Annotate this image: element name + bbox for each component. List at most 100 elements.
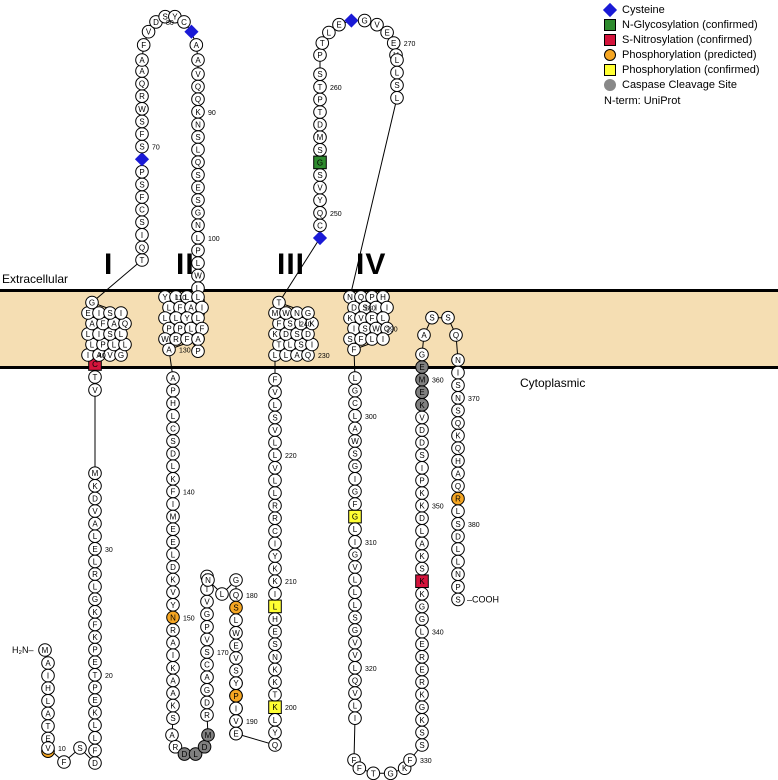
residue-letter: G <box>352 487 358 496</box>
tm-label-4: IV <box>356 248 387 281</box>
residue-letter: L <box>86 330 91 339</box>
residue-254: G <box>313 155 327 170</box>
residue-letter: S <box>419 728 424 737</box>
residue-102: L <box>191 256 205 270</box>
residue-letter: L <box>420 628 425 637</box>
residue-letter: N <box>294 309 300 318</box>
legend-item-caspase: Caspase Cleavage Site <box>604 77 760 92</box>
residue-letter: F <box>93 620 98 629</box>
extracellular-label: Extracellular <box>2 272 69 286</box>
residue-98: G <box>191 205 205 220</box>
residue-letter: P <box>166 325 171 334</box>
residue-letter: W <box>282 309 290 318</box>
residue-letter: V <box>204 598 210 607</box>
residue-170: S <box>200 645 214 659</box>
residue-103: W <box>191 268 205 283</box>
residue-183: W <box>229 626 243 640</box>
residue-letter: G <box>352 550 358 559</box>
residue-letter: S <box>272 413 277 422</box>
residue-letter: V <box>352 651 358 660</box>
residue-letter: K <box>170 576 176 585</box>
residue-250: Q <box>313 206 327 220</box>
residue-223: S <box>268 410 282 425</box>
residue-letter: A <box>45 659 51 668</box>
residue-354: S <box>415 448 429 463</box>
residue-150: N <box>166 610 180 625</box>
residue-letter: K <box>170 475 176 484</box>
residue-308: G <box>348 509 362 524</box>
residue-letter: M <box>317 133 324 142</box>
residue-letter: S <box>233 667 238 676</box>
residue-323: L <box>348 698 362 713</box>
residue-letter: G <box>118 351 124 360</box>
residue-letter: L <box>112 341 117 350</box>
residue-letter: V <box>419 413 425 422</box>
residue-99: N <box>191 218 205 232</box>
residue-letter: L <box>299 320 304 329</box>
residue-letter: C <box>139 206 145 215</box>
residue-336: R <box>415 675 429 689</box>
blue-diamond-icon <box>602 2 618 17</box>
residue-14: F <box>88 743 102 758</box>
residue-letter: P <box>177 325 182 334</box>
residue-letter: S <box>455 406 460 415</box>
residue-letter: S <box>455 381 460 390</box>
residue-197: Q <box>268 738 282 752</box>
residue-365: S <box>441 310 455 325</box>
residue-148: V <box>166 585 180 600</box>
residue-letter: K <box>272 703 278 712</box>
residue-3: I <box>41 668 55 683</box>
residue-number-label: 110 <box>175 295 186 302</box>
residue-32: A <box>88 516 102 531</box>
residue-261: S <box>313 67 327 81</box>
residue-24: F <box>88 617 102 632</box>
residue-157: K <box>166 698 180 713</box>
residue-letter: L <box>171 462 176 471</box>
residue-letter: S <box>362 325 367 334</box>
residue-letter: L <box>196 293 201 302</box>
residue-27: L <box>88 579 102 594</box>
residue-215: R <box>268 511 282 526</box>
residue-26: G <box>88 592 102 607</box>
residue-94: Q <box>191 155 205 169</box>
residue-letter: E <box>419 363 424 372</box>
residue-letter: L <box>353 601 358 610</box>
residue-letter: M <box>42 646 49 655</box>
residue-142: M <box>166 509 180 524</box>
residue-letter: L <box>353 664 358 673</box>
c-terminus-label: –COOH <box>467 594 499 604</box>
residue-225: V <box>268 385 282 400</box>
residue-226: F <box>268 372 282 387</box>
legend: Cysteine N-Glycosylation (confirmed) S-N… <box>602 2 760 108</box>
residue-letter: L <box>370 335 375 344</box>
residue-137: D <box>166 446 180 461</box>
residue-letter: Q <box>139 243 145 252</box>
residue-letter: T <box>318 108 323 117</box>
residue-362: G <box>415 347 429 362</box>
residue-letter: L <box>456 507 461 516</box>
residue-letter: A <box>419 539 425 548</box>
residue-262: P <box>313 48 327 62</box>
residue-letter: L <box>353 576 358 585</box>
residue-letter: I <box>386 304 388 313</box>
residue-letter: F <box>359 335 364 344</box>
residue-letter: Q <box>317 209 323 218</box>
residue-214: C <box>268 524 282 538</box>
residue-315: L <box>348 598 362 612</box>
residue-letter: S <box>317 146 322 155</box>
residue-letter: H <box>170 399 176 408</box>
residue-letter: P <box>100 341 105 350</box>
residue-205: S <box>268 637 282 652</box>
residue-letter: K <box>92 608 98 617</box>
residue-152: A <box>166 635 180 650</box>
residue-letter: V <box>233 717 239 726</box>
residue-number-label: 70 <box>152 145 160 152</box>
residue-number-label: 180 <box>246 593 258 600</box>
residue-letter: I <box>120 309 122 318</box>
residue-letter: G <box>305 309 311 318</box>
residue-letter: I <box>201 304 203 313</box>
residue-letter: Q <box>122 320 128 329</box>
residue-letter: G <box>352 387 358 396</box>
residue-number-label: 130 <box>179 348 191 355</box>
residue-letter: F <box>62 758 67 767</box>
